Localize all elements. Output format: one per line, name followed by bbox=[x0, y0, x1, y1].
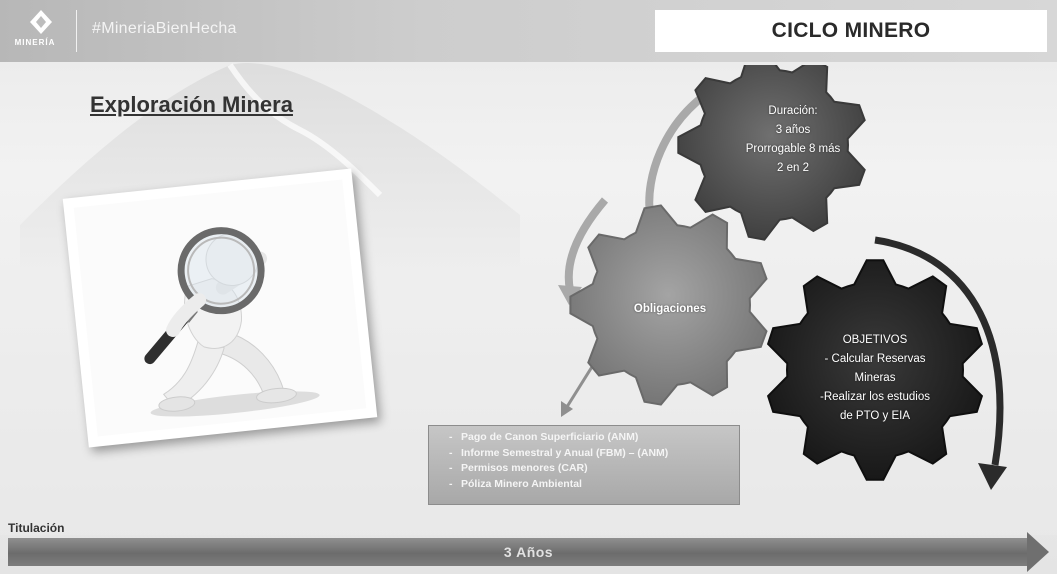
curved-arrow-right bbox=[874, 236, 1004, 466]
page-title: Exploración Minera bbox=[90, 92, 293, 117]
obligations-gear-label: Obligaciones bbox=[633, 303, 707, 315]
obligation-item: Permisos menores (CAR) bbox=[449, 461, 729, 477]
objectives-line: de PTO y EIA bbox=[839, 410, 911, 422]
duration-line: 3 años bbox=[775, 124, 811, 136]
timeline-value: 3 Años bbox=[503, 544, 554, 560]
logo-icon bbox=[30, 10, 52, 34]
obligations-list: Pago de Canon Superficiario (ANM) Inform… bbox=[449, 430, 729, 492]
obligations-gear bbox=[569, 204, 768, 406]
objectives-gear-text: OBJETIVOS - Calcular Reservas Mineras -R… bbox=[790, 331, 960, 426]
gear-diagram bbox=[558, 65, 1007, 490]
hashtag-text: #MineriaBienHecha bbox=[92, 20, 237, 37]
obligations-box: Pago de Canon Superficiario (ANM) Inform… bbox=[428, 425, 740, 505]
objectives-title: OBJETIVOS bbox=[842, 334, 908, 346]
duration-gear bbox=[677, 65, 866, 241]
header-title: CICLO MINERO bbox=[771, 19, 931, 42]
objectives-line: - Calcular Reservas bbox=[824, 353, 926, 365]
duration-title: Duración: bbox=[768, 105, 818, 117]
logo-text: MINERÍA bbox=[14, 38, 56, 47]
explorer-photo bbox=[62, 168, 378, 448]
logo-divider bbox=[76, 10, 77, 52]
curved-arrow-top bbox=[645, 91, 708, 216]
arrow-head-left bbox=[558, 285, 582, 305]
objectives-line: -Realizar los estudios bbox=[820, 391, 930, 403]
duration-line: 2 en 2 bbox=[777, 162, 809, 174]
duration-line: Prorrogable 8 más bbox=[745, 143, 841, 155]
objectives-gear bbox=[766, 259, 984, 481]
magnifier-figure-icon bbox=[73, 179, 367, 437]
obligation-item: Pago de Canon Superficiario (ANM) bbox=[449, 430, 729, 446]
g3-shape bbox=[766, 259, 984, 481]
timeline-label: Titulación bbox=[8, 521, 65, 535]
header-title-box: CICLO MINERO bbox=[655, 10, 1047, 52]
objectives-line: Mineras bbox=[854, 372, 896, 384]
timeline-arrow-icon bbox=[1027, 532, 1049, 572]
g2-shape bbox=[569, 204, 768, 406]
top-bar: MINERÍA #MineriaBienHecha CICLO MINERO bbox=[0, 0, 1057, 62]
curved-arrow-left bbox=[564, 197, 609, 291]
timeline-bar bbox=[8, 538, 1028, 566]
arrow-head-right bbox=[978, 463, 1007, 490]
obligation-item: Póliza Minero Ambiental bbox=[449, 477, 729, 493]
obligation-item: Informe Semestral y Anual (FBM) – (ANM) bbox=[449, 446, 729, 462]
duration-gear-text: Duración: 3 años Prorrogable 8 más 2 en … bbox=[738, 102, 848, 178]
g1-shape bbox=[677, 65, 866, 241]
